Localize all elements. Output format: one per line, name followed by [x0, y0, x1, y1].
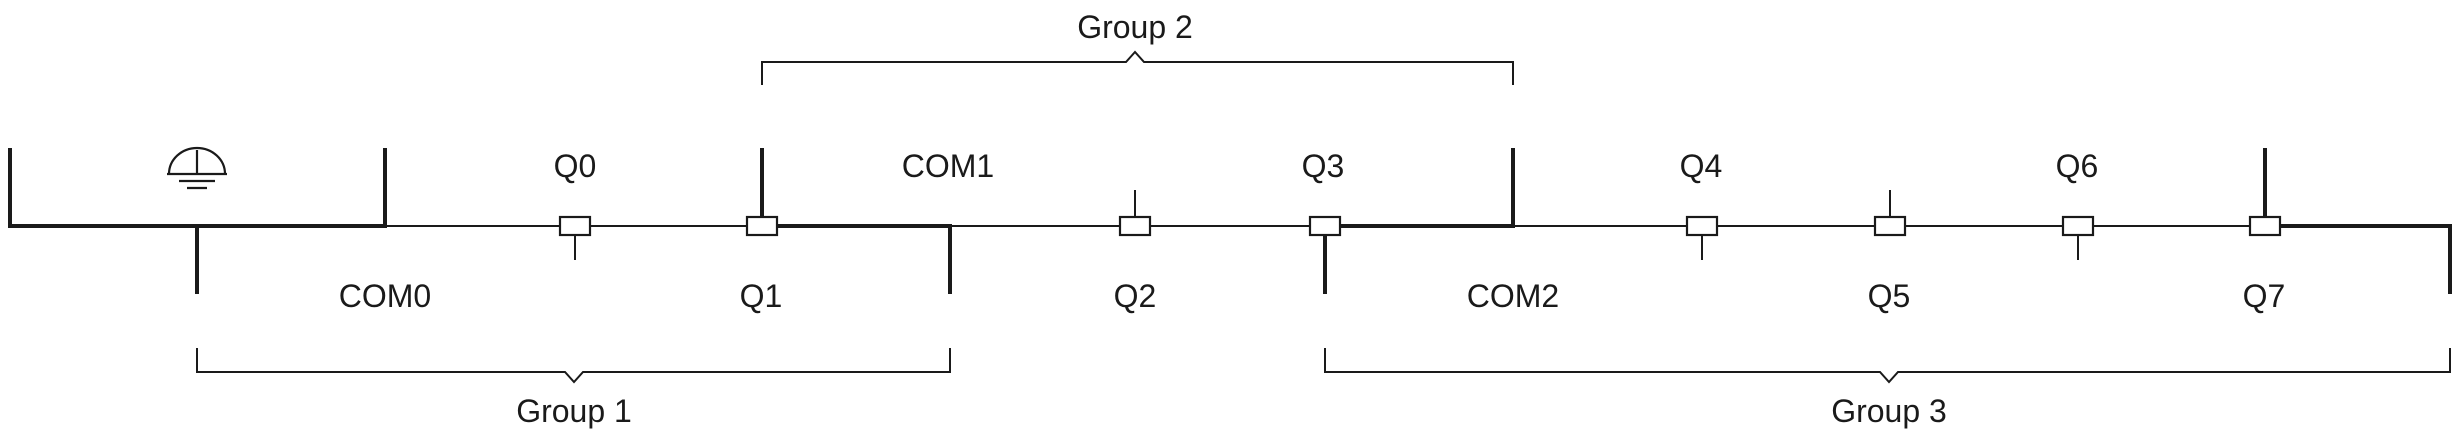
label-q7: Q7 [2242, 278, 2286, 314]
label-q2: Q2 [1113, 278, 1157, 314]
group3-brace [1324, 348, 2451, 384]
terminal-q4 [1685, 215, 1719, 237]
label-group2: Group 2 [1077, 9, 1193, 45]
com2-rail-right [1325, 148, 1515, 228]
terminal-q6 [2061, 215, 2095, 237]
q7-rail [2263, 148, 2452, 294]
terminal-q5 [1873, 215, 1907, 237]
terminal-q0 [558, 215, 592, 237]
label-com0: COM0 [338, 278, 432, 314]
terminal-q3 [1308, 215, 1342, 237]
label-q6: Q6 [2055, 148, 2099, 184]
label-q4: Q4 [1679, 148, 1723, 184]
terminal-q1 [745, 215, 779, 237]
label-q3: Q3 [1301, 148, 1345, 184]
label-group3: Group 3 [1831, 393, 1947, 429]
label-com1: COM1 [901, 148, 995, 184]
terminal-q2 [1118, 215, 1152, 237]
label-q0: Q0 [553, 148, 597, 184]
terminal-q7 [2248, 215, 2282, 237]
label-q5: Q5 [1867, 278, 1911, 314]
label-group1: Group 1 [516, 393, 632, 429]
com1-rail [760, 148, 952, 294]
label-com2: COM2 [1466, 278, 1560, 314]
group2-brace [761, 50, 1514, 85]
protective-earth-icon [167, 146, 227, 190]
label-q1: Q1 [739, 278, 783, 314]
group1-brace [196, 348, 951, 384]
